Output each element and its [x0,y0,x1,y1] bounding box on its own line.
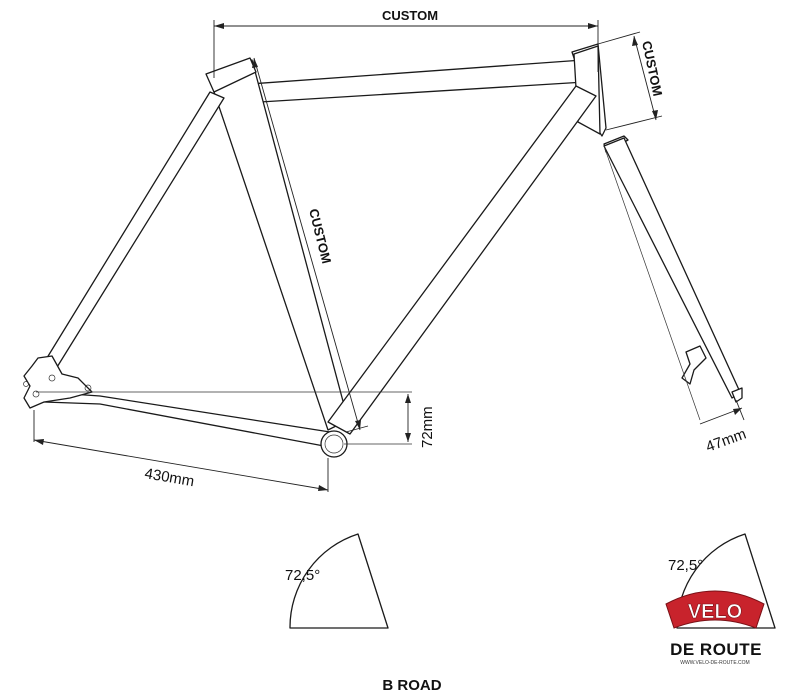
dropout-hole-2 [48,374,56,382]
logo-red-badge [665,590,765,629]
fork-offset-label: 47mm [704,426,749,456]
fork-brake-mount [681,345,707,385]
logo-badge: VELO [665,590,765,629]
dropout-hole-1 [32,390,40,398]
offset-dim-arrow [733,408,742,415]
top-dim-arrow-right [588,23,598,29]
chainstay [41,391,331,447]
head-dim-bottom-tick [605,115,663,131]
seat-angle-label: 72,5° [285,567,320,584]
seat-post-top [205,57,257,93]
down-tube [327,85,597,435]
bottom-bracket-inner [324,434,344,454]
seat-dim-bottom-tick [345,425,369,433]
dropout-hole-3 [23,381,29,387]
chainstay-label: 430mm [143,465,195,490]
head-dim-top-tick [597,31,641,45]
seat-dim-arrow-top [252,58,258,68]
rear-dropout [23,355,93,409]
cs-dim-arrow-right [318,485,328,491]
head-angle-label: 72,5° [668,557,703,574]
model-name: B ROAD [382,677,441,694]
cs-dim-arrow-left [34,439,44,445]
top-tube [221,59,586,105]
head-tube-dimension-label: CUSTOM [639,40,665,98]
seat-dim-line [253,57,361,431]
logo-url: WWW.VELO-DE-ROUTE.COM [680,660,750,666]
head-dim-line [633,35,657,121]
bb-drop-arrow-top [405,394,411,403]
dropout-hole-4 [84,384,92,392]
bb-drop-label: 72mm [419,406,436,448]
logo-brand-top: VELO [688,601,742,623]
logo-brand-bottom: DE ROUTE [670,640,762,659]
velo-de-route-logo: VELO DE ROUTE WWW.VELO-DE-ROUTE.COM [660,582,770,672]
seat-angle-wedge [289,533,389,629]
cs-dim-line [33,439,329,491]
steering-axis-line [603,145,701,421]
seat-stay [41,91,225,373]
bb-drop-arrow-bottom [405,433,411,442]
top-dim-arrow-left [214,23,224,29]
top-tube-dimension-label: CUSTOM [382,8,438,23]
fork-blade [603,137,741,399]
head-dim-arrow-bottom [652,110,658,120]
seat-dim-arrow-bottom [355,420,361,430]
head-dim-arrow-top [632,36,638,46]
fork-dropout [731,387,743,403]
